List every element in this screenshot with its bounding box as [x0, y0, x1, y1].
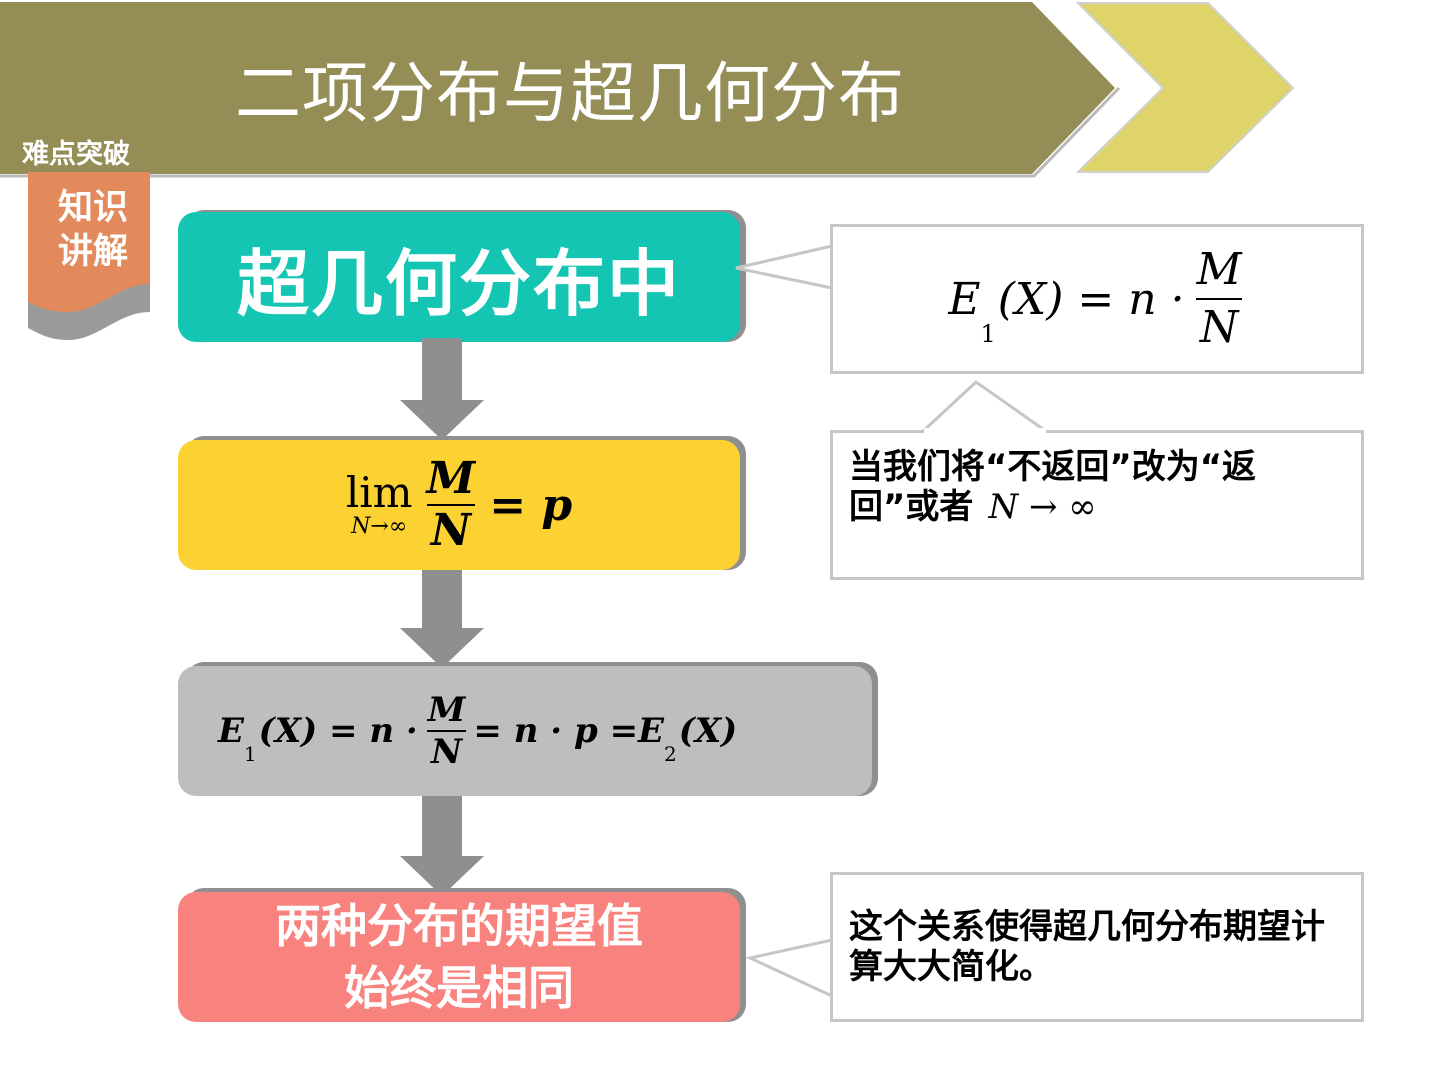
e1-subscript: 1 [243, 742, 257, 766]
tag-ribbon [28, 172, 150, 340]
e1-symbol: E [948, 273, 981, 325]
page-subtitle: 难点突破 [22, 139, 130, 170]
callout-conclusion-box: 这个关系使得超几何分布期望计算大大简化。 [830, 872, 1364, 1022]
callout-formula-pointer [735, 244, 834, 290]
fraction-m-over-n: M N [423, 454, 480, 556]
conclusion-text: 这个关系使得超几何分布期望计算大大简化。 [849, 907, 1325, 987]
callout-formula-box: E 1 (X) = n · M N [830, 224, 1364, 374]
fraction-m-over-n: M N [424, 690, 470, 772]
lim-subscript: N→∞ [351, 514, 408, 539]
flow-arrow-down-icon [400, 566, 484, 668]
step4-label: 两种分布的期望值始终是相同 [275, 899, 643, 1015]
flow-arrow-down-icon [400, 794, 484, 896]
callout-condition-box: 当我们将“不返回”改为“返回”或者 N → ∞ [830, 430, 1364, 580]
header-banner [0, 2, 1295, 178]
e1-symbol: E [218, 711, 244, 751]
section-tag: 知识讲解 [57, 188, 128, 272]
fraction-numerator: M [1196, 244, 1242, 295]
fraction-numerator: M [426, 453, 476, 504]
e1-argument: (X) = n · [997, 273, 1185, 325]
banner-edge [0, 86, 1121, 178]
step4-box: 两种分布的期望值始终是相同 [178, 892, 740, 1022]
pointer-join [924, 428, 1046, 434]
e2-argument: (X) [678, 711, 738, 751]
fraction-denominator: N [1195, 298, 1243, 356]
step1-box: 超几何分布中 [178, 212, 740, 342]
callout-conclusion-pointer [745, 938, 834, 999]
page-title: 二项分布与超几何分布 [235, 55, 905, 132]
fraction-denominator: N [426, 504, 475, 556]
e1-subscript: 1 [980, 320, 996, 348]
e2-subscript: 2 [663, 742, 677, 766]
expectation-formula: E 1 (X) = n · M N [948, 242, 1245, 356]
fraction-numerator: M [427, 690, 466, 730]
step2-box: lim N→∞ M N = p [178, 440, 740, 570]
chevron-decoration [1075, 2, 1295, 173]
equality-middle: = n · p =E [473, 711, 664, 751]
n-to-infinity-formula: N → ∞ [988, 487, 1097, 527]
lim-text: lim [345, 468, 413, 517]
equality-formula: E 1 (X) = n · M N = n · p =E 2 (X) [218, 690, 737, 772]
e1-argument: (X) = n · [258, 711, 418, 751]
step1-label: 超几何分布中 [236, 241, 681, 326]
step3-box: E 1 (X) = n · M N = n · p =E 2 (X) [178, 666, 872, 796]
fraction-denominator: N [427, 730, 467, 772]
flow-arrow-down-icon [400, 338, 484, 440]
limit-formula: lim N→∞ M N = p [346, 454, 572, 556]
banner-shape [0, 2, 1115, 174]
condition-text: 当我们将“不返回”改为“返回”或者 [849, 447, 1257, 527]
tag-ribbon-body [28, 172, 150, 312]
fraction-m-over-n: M N [1193, 242, 1246, 356]
limit-result: = p [489, 479, 573, 531]
